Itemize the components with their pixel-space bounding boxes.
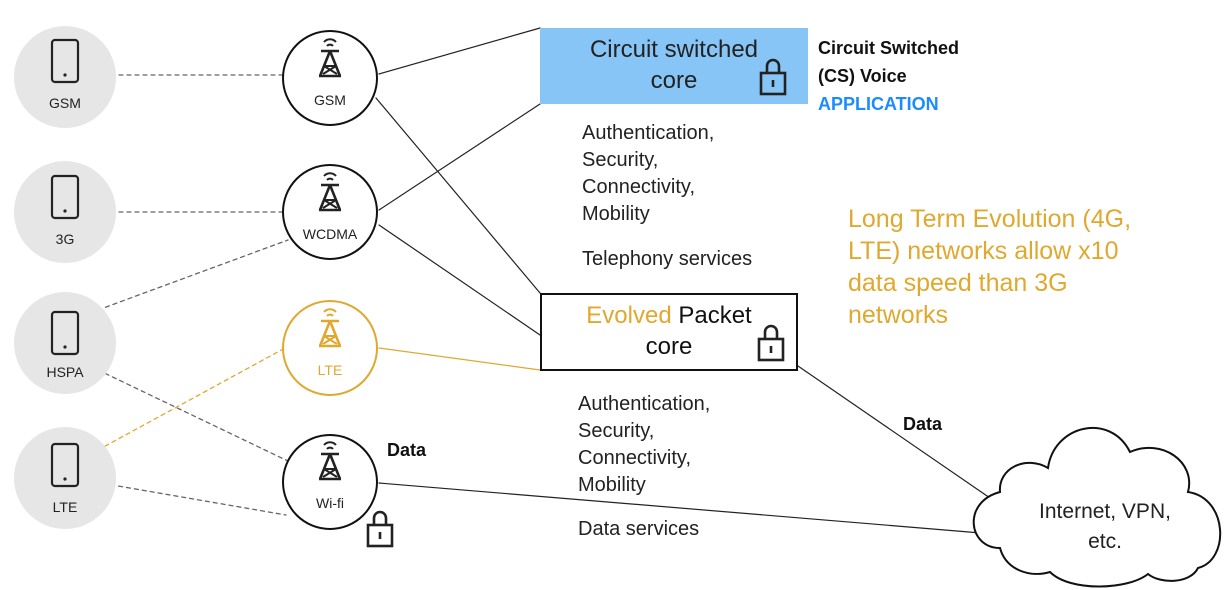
epc-service-line: Security,	[578, 420, 655, 442]
device-label-3g: 3G	[55, 231, 75, 247]
tower-label-lte: LTE	[317, 362, 343, 378]
epc-box	[540, 293, 798, 371]
link-lte-device-wifi	[94, 481, 287, 516]
data-label-epc: Data	[903, 414, 943, 434]
cs-voice-label-line2: (CS) Voice	[818, 66, 907, 86]
lte-note-line1: Long Term Evolution (4G,	[848, 205, 1132, 233]
cs-service-line: Security,	[582, 149, 659, 171]
cs-service-line: Authentication,	[582, 122, 715, 144]
cloud-shape	[972, 427, 1222, 588]
epc-services-list: Authentication, Security, Connectivity, …	[578, 391, 710, 499]
cs-voice-label-line1: Circuit Switched	[818, 38, 960, 58]
epc-word-evolved: Evolved	[586, 302, 672, 329]
epc-service-line: Mobility	[578, 474, 646, 496]
epc-data-services: Data services	[578, 518, 700, 540]
device-label-lte: LTE	[52, 499, 78, 515]
connections	[94, 27, 1006, 536]
tower-label-wifi: Wi-fi	[316, 495, 344, 511]
device-gsm	[14, 26, 116, 128]
lte-note: Long Term Evolution (4G, LTE) networks a…	[848, 203, 1131, 331]
epc-title-line1: Evolved Packet	[541, 300, 797, 331]
cs-service-line: Connectivity,	[582, 176, 696, 198]
link-hspa-wifi	[97, 369, 291, 463]
cloud-label-line1: Internet, VPN,	[1039, 500, 1171, 523]
tower-label-wcdma: WCDMA	[302, 226, 358, 242]
device-3g	[14, 161, 116, 263]
tower-wcdma	[282, 164, 378, 260]
epc-title: Evolved Packet core	[541, 300, 797, 362]
tower-lte	[282, 300, 378, 396]
cloud-label: Internet, VPN, etc.	[1010, 497, 1200, 557]
link-lte-epc	[378, 347, 541, 371]
device-label-gsm: GSM	[49, 95, 81, 111]
lock-icon	[366, 510, 394, 548]
tower-wifi	[282, 434, 378, 530]
link-lte-device-lte-tower	[97, 347, 286, 451]
link-gsm-cs	[378, 27, 541, 75]
cloud-label-line2: etc.	[1088, 530, 1122, 553]
cs-core-title-line2: core	[650, 67, 698, 94]
device-hspa	[14, 292, 116, 394]
device-lte	[14, 427, 116, 529]
tower-label-gsm: GSM	[314, 92, 346, 108]
lte-note-line2: LTE) networks allow x10	[848, 237, 1119, 265]
cs-core-box	[540, 28, 808, 104]
epc-title-line2: core	[645, 333, 693, 360]
epc-service-line: Connectivity,	[578, 447, 692, 469]
link-wcdma-cs	[378, 103, 541, 211]
link-wcdma-epc	[378, 224, 541, 336]
epc-word-packet: Packet	[678, 302, 752, 329]
cs-voice-label-line3: APPLICATION	[818, 94, 939, 114]
cs-core-title-line1: Circuit switched	[589, 36, 759, 63]
cs-telephony-services: Telephony services	[582, 248, 753, 270]
cs-service-line: Mobility	[582, 203, 650, 225]
link-wifi-cloud	[378, 482, 1006, 536]
tower-gsm	[282, 30, 378, 126]
device-label-hspa: HSPA	[46, 364, 84, 380]
epc-service-line: Authentication,	[578, 393, 711, 415]
cs-services-list: Authentication, Security, Connectivity, …	[582, 120, 714, 228]
cs-core-title: Circuit switched core	[540, 34, 808, 96]
link-gsm-epc	[375, 97, 541, 294]
lte-note-line3: data speed than 3G	[848, 269, 1068, 297]
data-label-wifi: Data	[387, 440, 427, 460]
lte-note-line4: networks	[848, 301, 949, 329]
cs-voice-label: Circuit Switched (CS) Voice APPLICATION	[818, 34, 959, 118]
link-epc-cloud	[797, 365, 991, 499]
link-hspa-wcdma	[97, 239, 289, 311]
